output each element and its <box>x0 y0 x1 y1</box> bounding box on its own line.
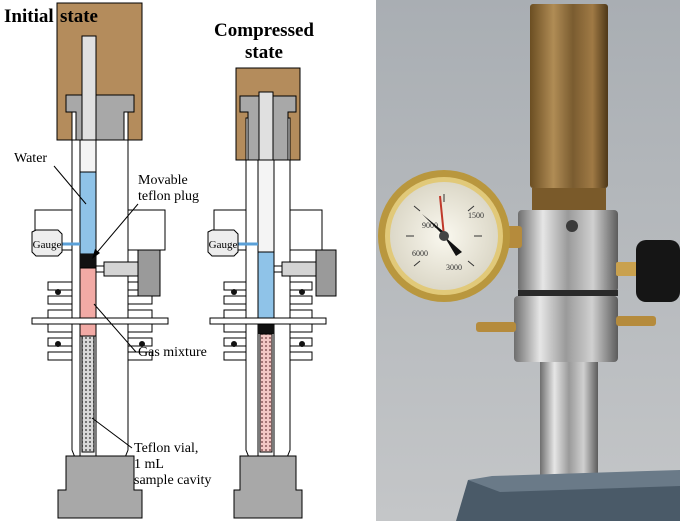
photo-brass-collar <box>532 188 606 210</box>
photo-port-hole <box>566 220 578 232</box>
initial-bottom-base <box>57 455 143 519</box>
photo-gauge-hub <box>439 231 449 241</box>
compressed-valve-handle <box>315 249 337 297</box>
photo-fitting-right <box>616 316 656 326</box>
compressed-title-line1: Compressed <box>214 20 314 41</box>
photo-base-clamp-face <box>468 470 680 492</box>
photo-gauge-number-2: 6000 <box>412 249 428 258</box>
teflon-vial-label-line1: Teflon vial, <box>134 441 198 456</box>
initial-body-outline <box>61 139 139 461</box>
photo-valve-knob <box>636 240 680 302</box>
initial-valve-body <box>103 261 139 277</box>
photo-brass-cylinder <box>530 4 608 188</box>
photo-gauge-number-3: 3000 <box>446 263 462 272</box>
water-label: Water <box>14 151 47 166</box>
compressed-flange-bar <box>209 317 327 325</box>
photo-gauge-red-needle <box>439 195 445 237</box>
photo-gauge-number-4: 1500 <box>468 211 484 220</box>
compressed-title-line2: state <box>245 42 283 63</box>
photo-steel-shaft <box>540 362 598 478</box>
initial-vial <box>81 335 95 453</box>
initial-water-column <box>79 171 97 255</box>
compressed-gauge-box <box>207 229 239 257</box>
compressed-water-column <box>257 251 275 321</box>
initial-flange-bar <box>31 317 169 325</box>
initial-title-part1: Initial <box>4 6 54 27</box>
photo-valve-fitting <box>616 262 638 276</box>
compressed-right-shoulder <box>289 209 323 251</box>
diagram-titles: Initial state Compressed state <box>4 6 314 63</box>
initial-title-part2: state <box>60 6 98 27</box>
compressed-gauge-label: Gauge <box>209 239 238 251</box>
teflon-vial-pointer <box>91 417 133 449</box>
movable-plug-label-line1: Movable <box>138 173 188 188</box>
movable-plug-pointer <box>93 203 139 257</box>
photo-steel-lower-block <box>514 296 618 362</box>
photo-panel: 9000 6000 3000 1500 <box>376 0 680 521</box>
initial-right-shoulder <box>127 209 166 251</box>
diagram-callouts: Water Movable teflon plug Gas mixture Te… <box>14 151 211 488</box>
gas-mixture-label: Gas mixture <box>138 345 207 360</box>
water-pointer <box>53 165 87 205</box>
initial-teflon-plug <box>80 254 96 268</box>
compressed-vial <box>259 333 273 453</box>
teflon-vial-label-line3: sample cavity <box>134 473 211 488</box>
initial-gauge-box <box>31 229 63 257</box>
photo-gauge-number-1: 9000 <box>422 221 438 230</box>
compressed-valve-body <box>281 261 317 277</box>
initial-gauge-label: Gauge <box>33 239 62 251</box>
photo-gauge-needle-tail <box>444 236 462 256</box>
compressed-orings <box>231 289 305 347</box>
photo-fitting-left <box>476 322 516 332</box>
movable-plug-label-line2: teflon plug <box>138 189 199 204</box>
initial-gray-nut <box>65 94 135 141</box>
initial-gas-region <box>79 267 97 337</box>
gas-mixture-pointer <box>93 303 137 353</box>
photo-seal-band <box>518 290 618 296</box>
photo-steel-upper-block <box>518 210 618 292</box>
initial-valve-handle <box>137 249 161 297</box>
movable-plug-arrowhead <box>92 249 100 259</box>
compressed-bottom-base <box>233 455 303 519</box>
photo-gauge-ticks <box>406 194 482 267</box>
teflon-vial-label-line2: 1 mL <box>134 457 164 472</box>
initial-state-cell: Gauge <box>31 2 169 519</box>
compressed-state-cell: Gauge <box>207 67 337 519</box>
